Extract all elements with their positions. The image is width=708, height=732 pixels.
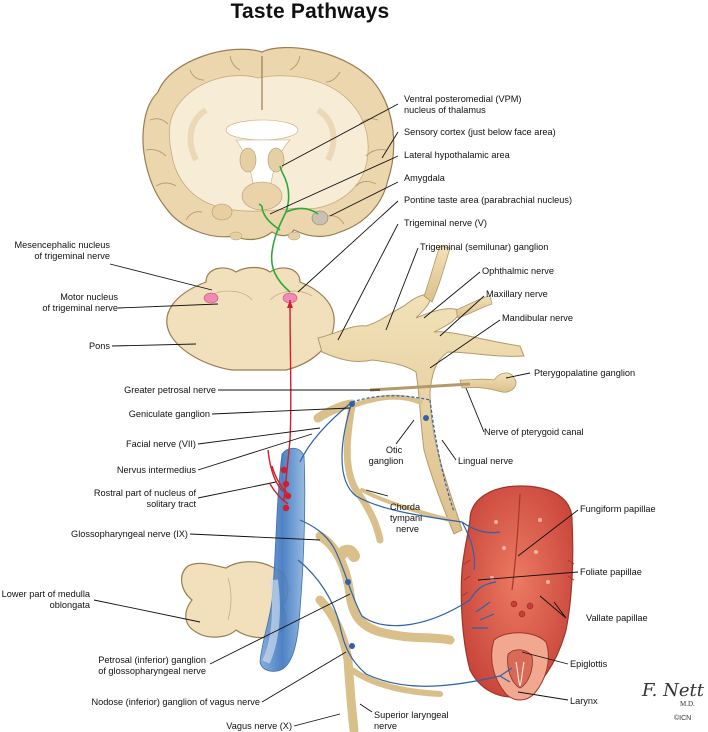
label-mesencephalic: Mesencephalic nucleus: [14, 240, 110, 250]
label-epiglottis: Epiglottis: [570, 659, 608, 669]
label-nodose: Nodose (inferior) ganglion of vagus nerv…: [91, 697, 260, 707]
label-mandibular: Mandibular nerve: [502, 313, 573, 323]
label-petrosal-line2: of glossopharyngeal nerve: [98, 666, 206, 676]
signature-suffix: M.D.: [680, 700, 695, 708]
label-greater-petrosal: Greater petrosal nerve: [124, 385, 216, 395]
signature-mark: ©ICN: [674, 714, 691, 722]
label-ophthalmic: Ophthalmic nerve: [482, 266, 555, 276]
pons-section: [166, 266, 335, 371]
label-nerve-pterygoid-canal: Nerve of pterygoid canal: [484, 427, 584, 437]
label-trigeminal-nerve: Trigeminal nerve (V): [404, 218, 487, 228]
label-otic-line2: ganglion: [368, 456, 404, 466]
label-lower-medulla: Lower part of medulla: [1, 589, 90, 599]
label-lateral-hypothalamic: Lateral hypothalamic area: [404, 150, 510, 160]
leader-lines: [93, 103, 579, 727]
label-chorda: Chorda: [390, 502, 421, 512]
signature-name: F. Netter: [641, 680, 704, 701]
label-petrosal: Petrosal (inferior) ganglion: [98, 655, 206, 665]
solitary-tract-nucleus: [259, 447, 306, 672]
label-lower-medulla-line2: oblongata: [49, 600, 90, 610]
label-trigeminal-ganglion: Trigeminal (semilunar) ganglion: [420, 242, 549, 252]
label-vallate: Vallate papillae: [586, 613, 648, 623]
epiglottis-larynx: [491, 632, 549, 701]
label-glossopharyngeal: Glossopharyngeal nerve (IX): [71, 529, 188, 539]
label-vpm-line2: nucleus of thalamus: [404, 105, 486, 115]
label-superior-laryngeal-line2: nerve: [374, 721, 397, 731]
label-motor-nucleus-line2: of trigeminal nerve: [42, 303, 118, 313]
label-superior-laryngeal: Superior laryngeal: [374, 710, 449, 720]
label-otic: Otic: [385, 445, 403, 455]
label-pons: Pons: [89, 341, 110, 351]
label-lingual: Lingual nerve: [458, 456, 514, 466]
label-larynx: Larynx: [570, 696, 598, 706]
label-vagus: Vagus nerve (X): [226, 721, 292, 731]
trigeminal-nerve-complex: [317, 245, 525, 535]
motor-nucleus-trigeminal: [203, 292, 219, 304]
artist-signature: F. Netter M.D. ©ICN: [641, 680, 704, 722]
label-maxillary: Maxillary nerve: [486, 289, 548, 299]
brain-coronal-section: [142, 47, 395, 241]
central-projection-pathway: [258, 165, 319, 293]
label-chorda-line3: nerve: [396, 524, 419, 534]
figure-title: Taste Pathways: [230, 0, 390, 23]
label-rostral-solitary-line2: solitary tract: [146, 499, 196, 509]
label-pterygopalatine: Pterygopalatine ganglion: [534, 368, 636, 378]
ganglion-markers: [345, 401, 429, 649]
label-foliate: Foliate papillae: [580, 567, 642, 577]
label-geniculate: Geniculate ganglion: [128, 409, 210, 419]
label-pontine-taste: Pontine taste area (parabrachial nucleus…: [404, 195, 573, 205]
label-vpm: Ventral posteromedial (VPM): [404, 94, 522, 104]
label-amygdala: Amygdala: [404, 173, 445, 183]
label-mesencephalic-line2: of trigeminal nerve: [34, 251, 110, 261]
label-sensory-cortex: Sensory cortex (just below face area): [404, 127, 556, 137]
label-chorda-line2: tympani: [390, 513, 423, 523]
label-motor-nucleus: Motor nucleus: [60, 292, 118, 302]
label-rostral-solitary: Rostral part of nucleus of: [93, 488, 196, 498]
ascending-taste-pathway: [267, 299, 293, 512]
taste-afferent-fibers: [297, 395, 513, 687]
label-nervus-intermedius: Nervus intermedius: [116, 465, 196, 475]
label-facial: Facial nerve (VII): [126, 439, 196, 449]
label-fungiform: Fungiform papillae: [580, 504, 656, 514]
